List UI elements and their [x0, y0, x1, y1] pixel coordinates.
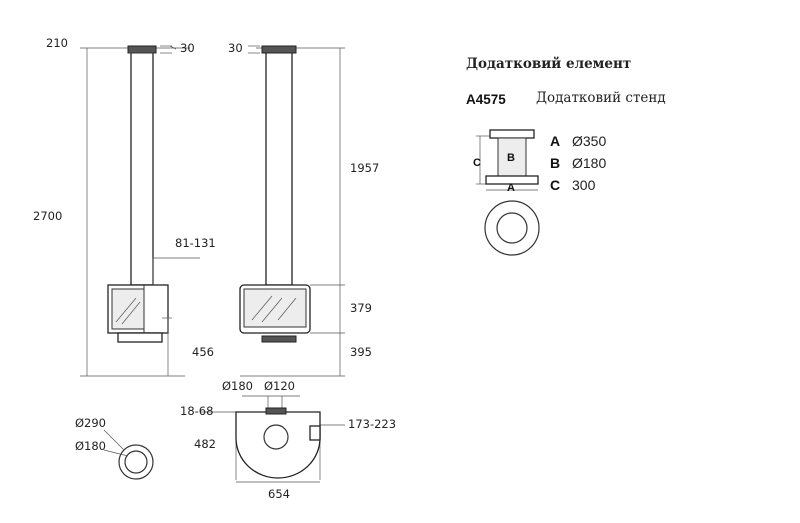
stand-label-a: A	[507, 182, 515, 194]
dim-210: 210	[46, 36, 68, 50]
dim-d180-top: Ø180	[222, 379, 253, 393]
dim-482: 482	[194, 437, 216, 451]
spec-b-value: Ø180	[572, 155, 606, 171]
dim-456: 456	[192, 345, 214, 359]
spec-a-value: Ø350	[572, 133, 606, 149]
stand-base	[485, 175, 539, 185]
pipe-collar-side	[127, 45, 157, 54]
dim-81-131: 81-131	[175, 236, 216, 250]
glass-front	[243, 288, 307, 328]
stand-top	[489, 129, 535, 139]
dim-d120-top: Ø120	[264, 379, 295, 393]
side-view	[80, 45, 200, 377]
spec-a-key: A	[550, 133, 560, 149]
flue-pipe-side	[130, 47, 154, 286]
dim-654: 654	[268, 487, 290, 501]
dim-d290: Ø290	[75, 416, 106, 430]
front-view	[239, 45, 345, 377]
flue-pipe-front	[265, 47, 293, 286]
ring-view	[103, 429, 154, 480]
accessory-name: Додатковий стенд	[536, 90, 666, 106]
spec-c-key: C	[550, 177, 560, 193]
spec-b-key: B	[550, 155, 560, 171]
accessory-heading: Додатковий елемент	[466, 56, 631, 72]
dim-18-68: 18-68	[180, 404, 213, 418]
dim-2700: 2700	[33, 209, 62, 223]
base-front	[261, 335, 297, 343]
dim-379: 379	[350, 301, 372, 315]
accessory-panel: Додатковий елемент A4575 Додатковий стен…	[466, 56, 666, 256]
stand-column-plan	[496, 212, 528, 244]
dim-30-left: 30	[228, 41, 243, 55]
dim-173-223: 173-223	[348, 417, 396, 431]
stand-label-c: C	[473, 157, 481, 169]
dim-d180-ring: Ø180	[75, 439, 106, 453]
ring-inner	[124, 450, 148, 474]
spec-c-value: 300	[572, 177, 596, 193]
pipe-collar-front	[261, 45, 297, 54]
dim-30-right: 30	[180, 41, 195, 55]
dim-395: 395	[350, 345, 372, 359]
stand-label-b: B	[507, 152, 515, 164]
top-view	[200, 395, 345, 483]
accessory-code: A4575	[466, 92, 506, 107]
glass-side	[111, 288, 145, 330]
outlet-circle	[263, 424, 289, 450]
dim-1957: 1957	[350, 161, 379, 175]
